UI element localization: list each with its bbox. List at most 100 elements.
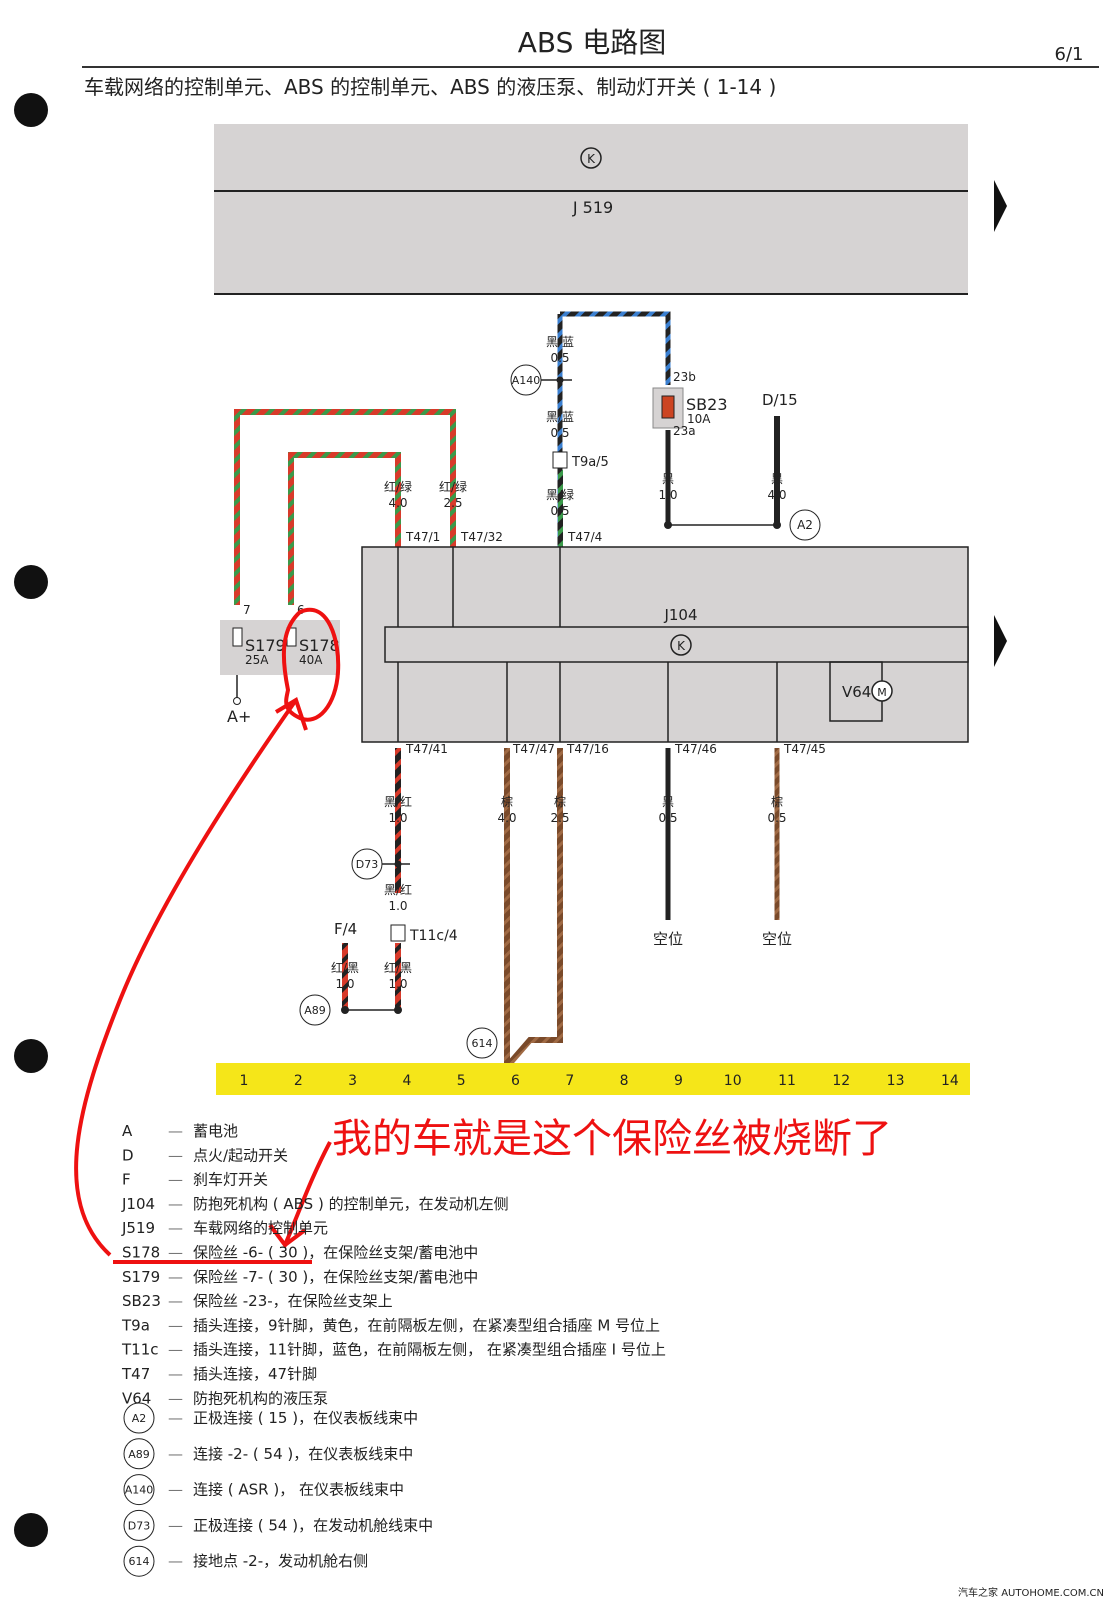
- fuse-rating: 10A: [687, 412, 711, 426]
- pin-label: T47/16: [566, 742, 609, 756]
- page-title: ABS 电路图: [518, 26, 667, 59]
- k-symbol-letter: K: [677, 639, 686, 653]
- v64-label: V64: [842, 683, 871, 701]
- legend-text: 连接 ( ASR )， 在仪表板线束中: [193, 1481, 404, 1499]
- legend-dash: —: [168, 1219, 183, 1237]
- j104-label: J104: [663, 606, 697, 624]
- wire-label: 4.0: [497, 811, 516, 825]
- legend-dash: —: [168, 1195, 183, 1213]
- legend-key: A140: [125, 1484, 154, 1497]
- pin-label: T47/45: [783, 742, 826, 756]
- wire-label: 黑/蓝: [546, 335, 574, 349]
- junction-dot: [394, 1006, 402, 1014]
- ruler-number: 14: [941, 1073, 959, 1089]
- wire-segment-red-black: [342, 943, 348, 1009]
- wire-segment-red-black: [395, 943, 401, 1009]
- pin-label: T47/32: [460, 530, 503, 544]
- ruler-number: 12: [832, 1073, 850, 1089]
- wire-label: 1.0: [388, 899, 407, 913]
- wire-label: 棕: [501, 794, 513, 809]
- wire-label: 黑/红: [384, 882, 412, 897]
- wire-label: 0.5: [658, 811, 677, 825]
- legend-key: A89: [128, 1448, 150, 1461]
- binder-hole: [14, 565, 48, 599]
- ruler-number: 13: [887, 1073, 905, 1089]
- legend-dash: —: [168, 1292, 183, 1310]
- pin-label: T47/47: [512, 742, 555, 756]
- legend-text: 接地点 -2-，发动机舱右侧: [193, 1552, 368, 1570]
- wire-label: 黑/红: [384, 794, 412, 809]
- t11c-plug: [390, 924, 406, 942]
- legend-dash: —: [168, 1516, 183, 1534]
- legend-key: A: [122, 1122, 133, 1140]
- fuse-element: [661, 395, 675, 419]
- annotation-text: 我的车就是这个保险丝被烧断了: [332, 1116, 892, 1161]
- motor-letter: M: [877, 686, 887, 699]
- fuse-name: S179: [245, 636, 286, 655]
- fuse-name: S178: [299, 636, 340, 655]
- terminal-a-plus: A+: [227, 707, 251, 726]
- legend-key: V64: [122, 1389, 151, 1407]
- fuse-rating: 40A: [299, 653, 323, 667]
- wire-label: 红/绿: [384, 479, 412, 494]
- wire-label: 4.0: [388, 496, 407, 510]
- ruler-number: 4: [402, 1073, 411, 1089]
- pin-label: T47/46: [674, 742, 717, 756]
- k-symbol-j519: [580, 147, 602, 169]
- wire-black-blue: [557, 311, 671, 552]
- legend-text: 保险丝 -23-，在保险丝支架上: [193, 1292, 393, 1310]
- legend-text: 正极连接 ( 54 )，在发动机舱线束中: [193, 1516, 433, 1534]
- legend-key: F: [122, 1171, 131, 1189]
- legend-dash: —: [168, 1171, 183, 1189]
- legend-key: J104: [121, 1195, 155, 1213]
- ruler-number: 2: [294, 1073, 303, 1089]
- ruler-number: 9: [674, 1073, 683, 1089]
- legend-connector-icon: [123, 1474, 155, 1506]
- legend-connector-icon: [123, 1438, 155, 1470]
- wire-segment-black-red: [395, 748, 401, 893]
- connector-a2: [789, 509, 821, 541]
- j519-label: J 519: [572, 198, 613, 217]
- connector-label: A89: [304, 1004, 326, 1017]
- legend-key: A2: [132, 1412, 147, 1425]
- legend-dash: —: [168, 1481, 183, 1499]
- wire-label: 1.0: [388, 811, 407, 825]
- ruler-number: 7: [565, 1073, 574, 1089]
- pin-label: T47/4: [567, 530, 602, 544]
- legend-text: 车载网络的控制单元: [193, 1219, 328, 1237]
- junction-dot: [341, 1006, 349, 1014]
- legend-text: 保险丝 -7- ( 30 )，在保险丝支架/蓄电池中: [193, 1268, 478, 1286]
- wire-label: 0.5: [550, 351, 569, 365]
- fuse-rating: 25A: [245, 653, 269, 667]
- legend-key: S179: [122, 1268, 160, 1286]
- wire-label: 1.0: [388, 977, 407, 991]
- t9a-plug: [552, 451, 568, 469]
- j104-inner-bar: [384, 626, 969, 663]
- pin-label: 7: [243, 603, 251, 617]
- pin-label: T47/41: [405, 742, 448, 756]
- legend-dash: —: [168, 1244, 183, 1262]
- page-subtitle: 车载网络的控制单元、ABS 的控制单元、ABS 的液压泵、制动灯开关 ( 1-1…: [84, 75, 776, 99]
- wire-label: 红/绿: [439, 479, 467, 494]
- junction-dot: [664, 521, 672, 529]
- legend-text: 插头连接，9针脚，黄色，在前隔板左侧，在紧凑型组合插座 M 号位上: [193, 1316, 660, 1334]
- legend-dash: —: [168, 1122, 183, 1140]
- junction-dot: [394, 860, 402, 868]
- wire-label: 2.5: [443, 496, 462, 510]
- wire-label: 黑: [662, 795, 674, 809]
- wire-label: 2.5: [550, 811, 569, 825]
- wire-label: 4.0: [767, 488, 786, 502]
- junction-dot: [773, 521, 781, 529]
- unused-label: 空位: [762, 930, 792, 948]
- continuation-arrow-icon: [994, 180, 1007, 232]
- legend-text: 防抱死机构的液压泵: [193, 1389, 328, 1407]
- legend-connector-icon: [123, 1509, 155, 1541]
- legend-key: D: [122, 1146, 134, 1164]
- unused-label: 空位: [653, 930, 683, 948]
- legend-key: S178: [122, 1244, 160, 1262]
- k-symbol-j104: [670, 634, 692, 656]
- legend-text: 插头连接，47针脚: [193, 1365, 317, 1383]
- page-number: 6/1: [1055, 44, 1084, 65]
